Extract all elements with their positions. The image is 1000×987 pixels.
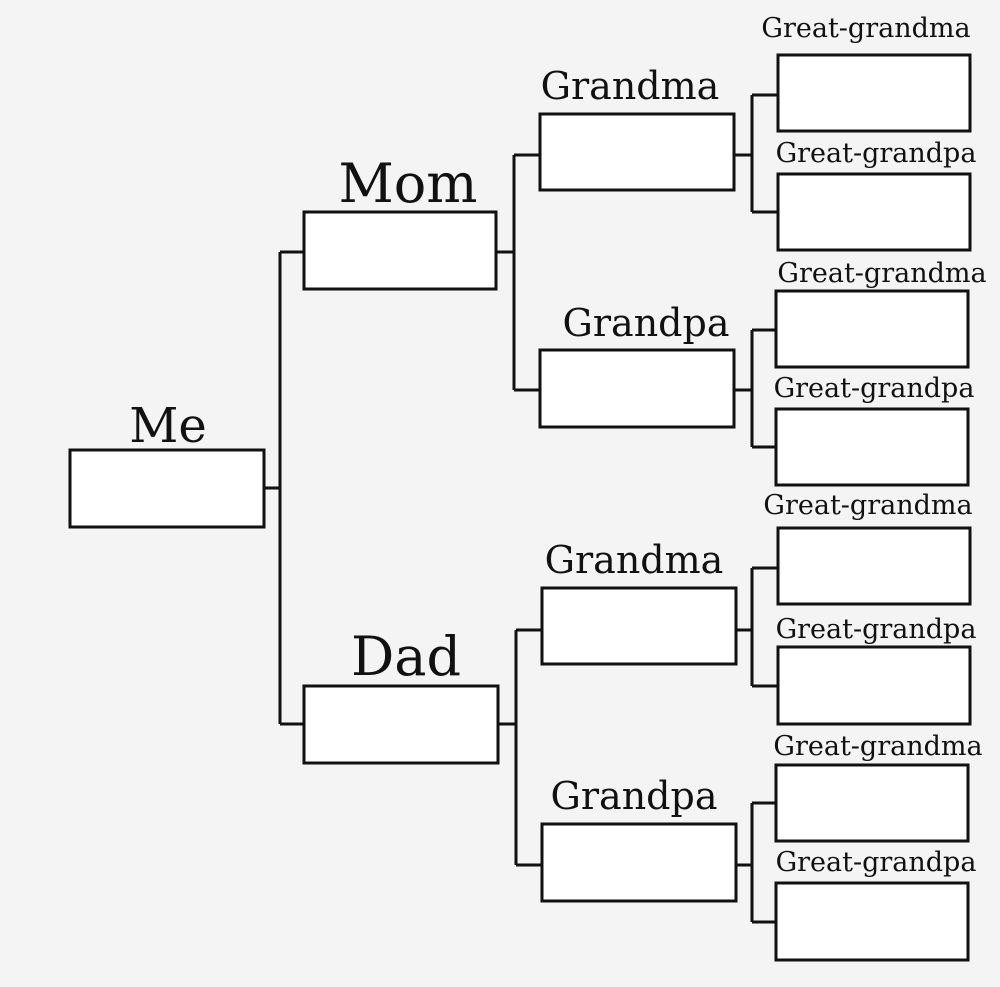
great-grandma-label-3: Great-grandma	[777, 258, 986, 289]
great-grandma-box-3[interactable]	[774, 289, 970, 369]
great-grandma-box-1[interactable]	[776, 53, 972, 133]
great-grandma-box-5[interactable]	[776, 526, 972, 606]
great-grandpa-label-4: Great-grandpa	[774, 373, 975, 404]
great-grandpa-label-6: Great-grandpa	[776, 614, 977, 645]
paternal-grandpa-label: Grandpa	[551, 774, 718, 818]
great-grandma-label-5: Great-grandma	[763, 490, 972, 521]
connector-pg-grandma-greats	[736, 566, 778, 688]
great-grandpa-box-6[interactable]	[776, 645, 972, 726]
great-grandpa-label-2: Great-grandpa	[776, 138, 977, 169]
mom-box[interactable]	[302, 210, 498, 291]
connector-mom-grandparents	[496, 153, 540, 392]
connector-mg-grandma-greats	[734, 93, 778, 214]
paternal-grandpa-box[interactable]	[540, 822, 738, 903]
paternal-grandma-box[interactable]	[540, 586, 738, 666]
maternal-grandma-box[interactable]	[538, 112, 736, 192]
dad-label: Dad	[351, 625, 461, 688]
great-grandpa-box-8[interactable]	[774, 881, 970, 962]
me-label: Me	[129, 398, 207, 454]
great-grandma-label-7: Great-grandma	[773, 731, 982, 762]
great-grandma-label-1: Great-grandma	[761, 13, 970, 44]
maternal-grandpa-label: Grandpa	[563, 301, 730, 345]
dad-box[interactable]	[302, 684, 500, 765]
maternal-grandma-label: Grandma	[541, 64, 720, 108]
connector-pg-grandpa-greats	[736, 801, 776, 924]
great-grandpa-box-2[interactable]	[776, 172, 972, 252]
great-grandma-box-7[interactable]	[774, 763, 970, 843]
me-box[interactable]	[68, 448, 266, 529]
connector-me-parents	[264, 250, 304, 726]
maternal-grandpa-box[interactable]	[538, 348, 736, 429]
great-grandpa-label-8: Great-grandpa	[776, 847, 977, 878]
connector-mg-grandpa-greats	[734, 328, 776, 449]
mom-label: Mom	[338, 152, 477, 215]
paternal-grandma-label: Grandma	[545, 538, 724, 582]
great-grandpa-box-4[interactable]	[774, 407, 970, 487]
connector-dad-grandparents	[498, 628, 542, 867]
